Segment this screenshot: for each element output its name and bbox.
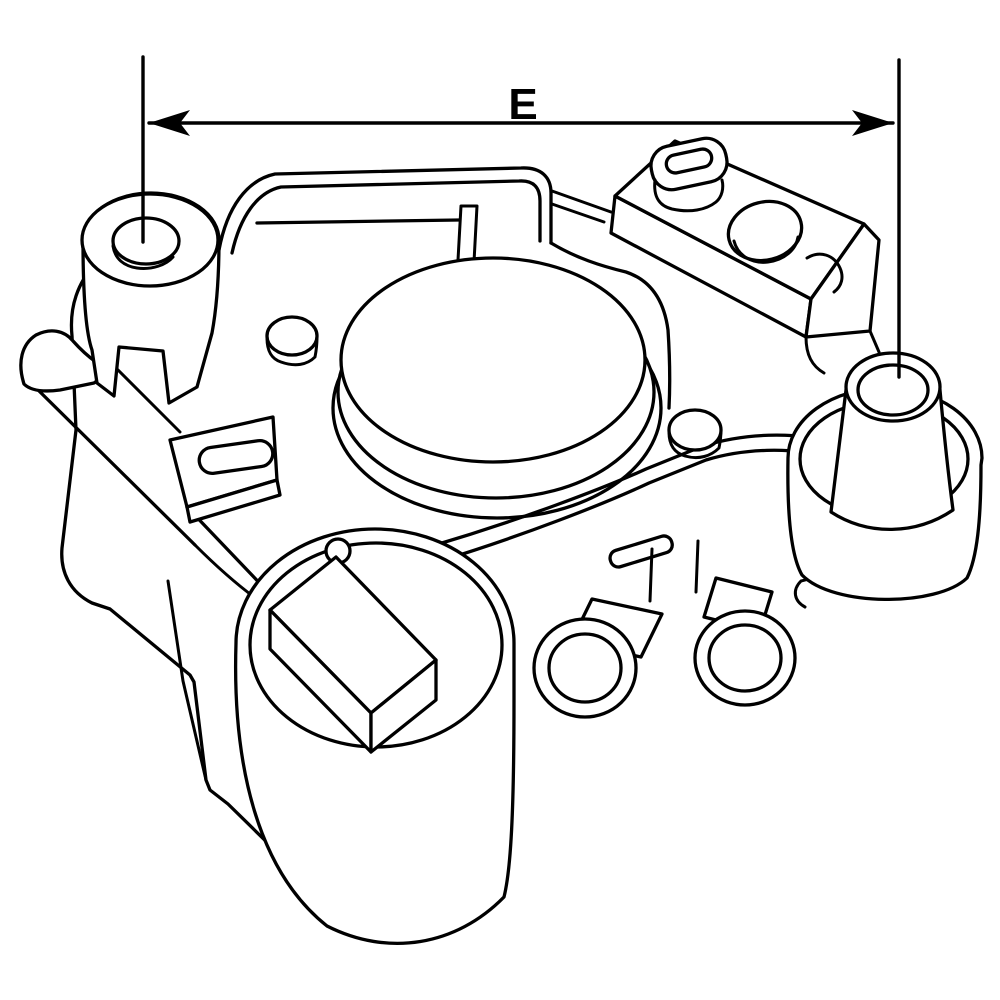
- body-diagonal-edge: [30, 382, 197, 547]
- arm-slot: [197, 439, 275, 475]
- front-edge-upper: [430, 433, 844, 548]
- brush-holder-cylinder: [233, 527, 516, 945]
- lug-left-hole: [547, 632, 623, 704]
- front-step-1: [648, 547, 654, 603]
- rim-mid-edge: [230, 179, 542, 255]
- mounting-lug-left: [532, 597, 664, 719]
- slotted-arm: [168, 415, 282, 524]
- dimension-label: E: [508, 80, 537, 129]
- finger-tab: [19, 329, 103, 393]
- pin-right-top: [667, 408, 723, 452]
- block-lower-edge-1: [868, 329, 881, 354]
- pin-left-top: [265, 315, 319, 357]
- pin-left: [265, 315, 319, 367]
- lug-right-hole: [707, 623, 783, 693]
- rim-post: [456, 204, 479, 264]
- boss-hole-depth: [111, 244, 175, 270]
- front-edge-slot: [608, 534, 674, 569]
- arm-front-face: [185, 478, 282, 524]
- dome-top: [339, 256, 647, 464]
- terminal-stud-slot: [664, 147, 714, 175]
- block-bore-hole: [726, 199, 804, 263]
- tube-hole: [856, 363, 930, 417]
- block-lower-edge-2: [804, 335, 826, 375]
- left-outline: [60, 260, 283, 858]
- boss-hole: [111, 216, 181, 266]
- left-boss: [80, 191, 221, 405]
- pin-right-side: [667, 428, 723, 460]
- dimension-annotation: E: [141, 55, 901, 379]
- right-shoulder-edge: [549, 241, 672, 410]
- block-right-recess: [805, 252, 844, 294]
- rim-to-block-edge-2: [550, 202, 606, 224]
- leg-panel-edge: [166, 579, 208, 782]
- center-dome: [331, 204, 663, 520]
- artwork: E: [19, 55, 984, 945]
- terminal-stud-collar: [653, 178, 725, 213]
- arrowhead-left-icon: [149, 110, 190, 136]
- pin-left-side: [265, 335, 319, 367]
- left-leg: [19, 260, 335, 858]
- right-boss: [786, 351, 984, 602]
- rim-inner-edge: [255, 218, 461, 225]
- plate-front-edge: [430, 433, 844, 603]
- pin-right: [667, 408, 723, 460]
- rim-to-block-edge-1: [550, 189, 613, 214]
- front-edge-lower: [438, 448, 840, 563]
- mounting-lug-right: [693, 576, 797, 707]
- front-step-2: [694, 539, 700, 594]
- brush-block-right: [369, 658, 438, 754]
- arrowhead-right-icon: [852, 110, 893, 136]
- top-rim-band: [217, 166, 672, 410]
- terminal-block: [609, 136, 881, 375]
- rim-outer-edge: [217, 166, 553, 252]
- block-bore-bottom: [732, 235, 800, 264]
